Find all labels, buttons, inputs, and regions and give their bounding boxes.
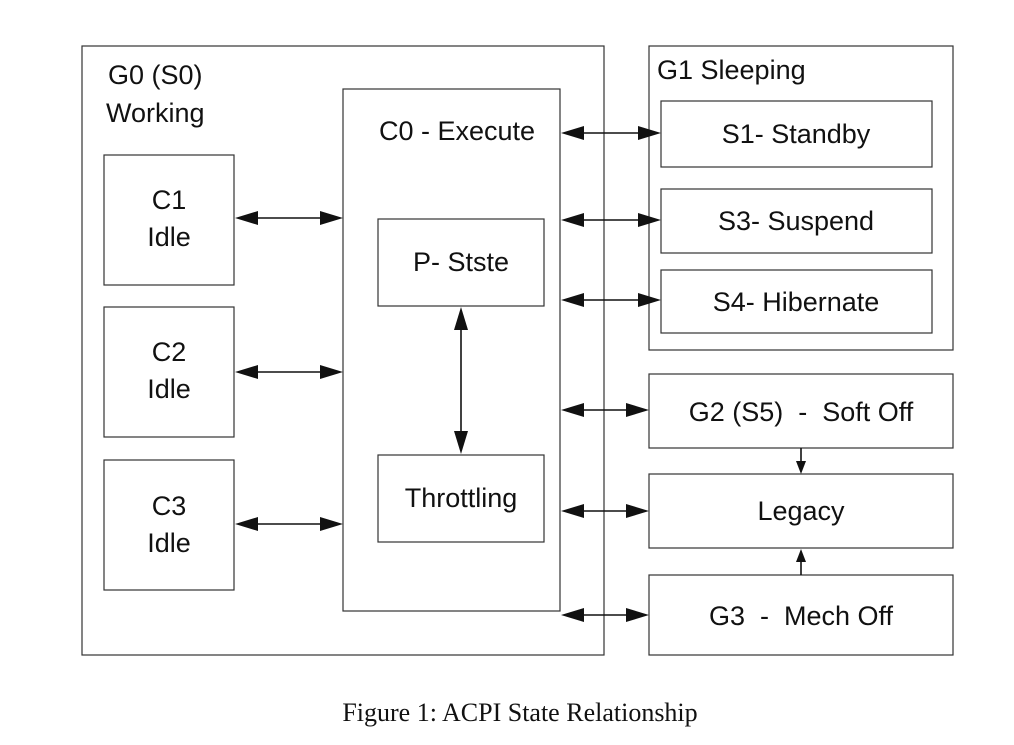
figure-caption: Figure 1: ACPI State Relationship	[342, 698, 697, 727]
c1-line1: C1	[152, 185, 187, 215]
p-state-label: P- Stste	[413, 247, 509, 277]
c1-line2: Idle	[147, 222, 191, 252]
c3-idle-box: C3 Idle	[103, 459, 235, 591]
g0-title-line1: G0 (S0)	[108, 60, 203, 90]
arrow-c2-c0	[235, 365, 343, 379]
arrow-g2-legacy	[796, 448, 806, 474]
s4-hibernate-box	[660, 269, 933, 334]
throttling-label: Throttling	[405, 483, 518, 513]
legacy-label: Legacy	[757, 496, 845, 526]
arrow-c3-c0	[235, 517, 343, 531]
s3-suspend-box	[660, 188, 933, 254]
arrow-c1-c0	[235, 211, 343, 225]
arrow-c0-s1	[561, 126, 661, 140]
arrow-c0-g3	[561, 608, 649, 622]
arrows	[235, 126, 806, 622]
c2-line1: C2	[152, 337, 187, 367]
g2-soft-off-group: G2 (S5) - Soft Off	[648, 373, 954, 449]
arrow-c0-s4	[561, 293, 661, 307]
arrow-c0-g2	[561, 403, 649, 417]
throttling-box	[377, 454, 545, 543]
g3-mech-off-label: G3 - Mech Off	[709, 601, 894, 631]
s1-standby-label: S1- Standby	[722, 119, 871, 149]
s1-standby-box	[660, 100, 933, 168]
g0-title-line2: Working	[106, 98, 205, 128]
arrow-g3-legacy	[796, 549, 806, 575]
c0-execute-group: C0 - Execute P- Stste Throttling	[342, 88, 561, 612]
g3-mech-off-box	[648, 574, 954, 656]
p-state-box	[377, 218, 545, 307]
arrow-pstate-throttling	[454, 307, 468, 454]
g1-sleeping-group: G1 Sleeping S1- Standby S3- Suspend S4- …	[648, 45, 954, 351]
g1-title: G1 Sleeping	[657, 55, 806, 85]
c3-line1: C3	[152, 491, 187, 521]
g3-mech-off-group: G3 - Mech Off	[648, 574, 954, 656]
s3-suspend-label: S3- Suspend	[718, 206, 874, 236]
legacy-box	[648, 473, 954, 549]
arrow-c0-s3	[561, 213, 661, 227]
arrow-c0-legacy	[561, 504, 649, 518]
s4-hibernate-label: S4- Hibernate	[713, 287, 880, 317]
c1-idle-box: C1 Idle	[103, 154, 235, 286]
c3-line2: Idle	[147, 528, 191, 558]
c0-execute-label: C0 - Execute	[379, 116, 535, 146]
c2-line2: Idle	[147, 374, 191, 404]
legacy-group: Legacy	[648, 473, 954, 549]
g2-soft-off-label: G2 (S5) - Soft Off	[689, 397, 914, 427]
c2-idle-box: C2 Idle	[103, 306, 235, 438]
